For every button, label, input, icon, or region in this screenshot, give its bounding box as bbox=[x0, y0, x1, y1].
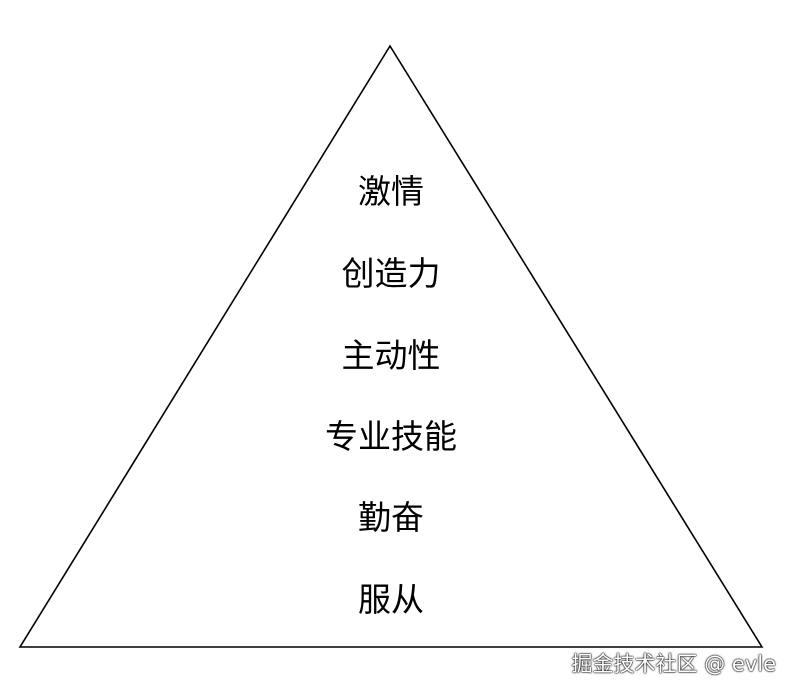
level-label-obedience: 服从 bbox=[358, 580, 424, 619]
level-label-diligence: 勤奋 bbox=[358, 498, 424, 537]
pyramid-triangle bbox=[18, 44, 764, 648]
level-label-passion: 激情 bbox=[358, 172, 424, 211]
level-label-creativity: 创造力 bbox=[341, 254, 441, 293]
level-label-initiative: 主动性 bbox=[341, 336, 441, 375]
level-label-professional-skills: 专业技能 bbox=[325, 417, 457, 456]
watermark: 掘金技术社区 @ evle bbox=[571, 652, 776, 676]
